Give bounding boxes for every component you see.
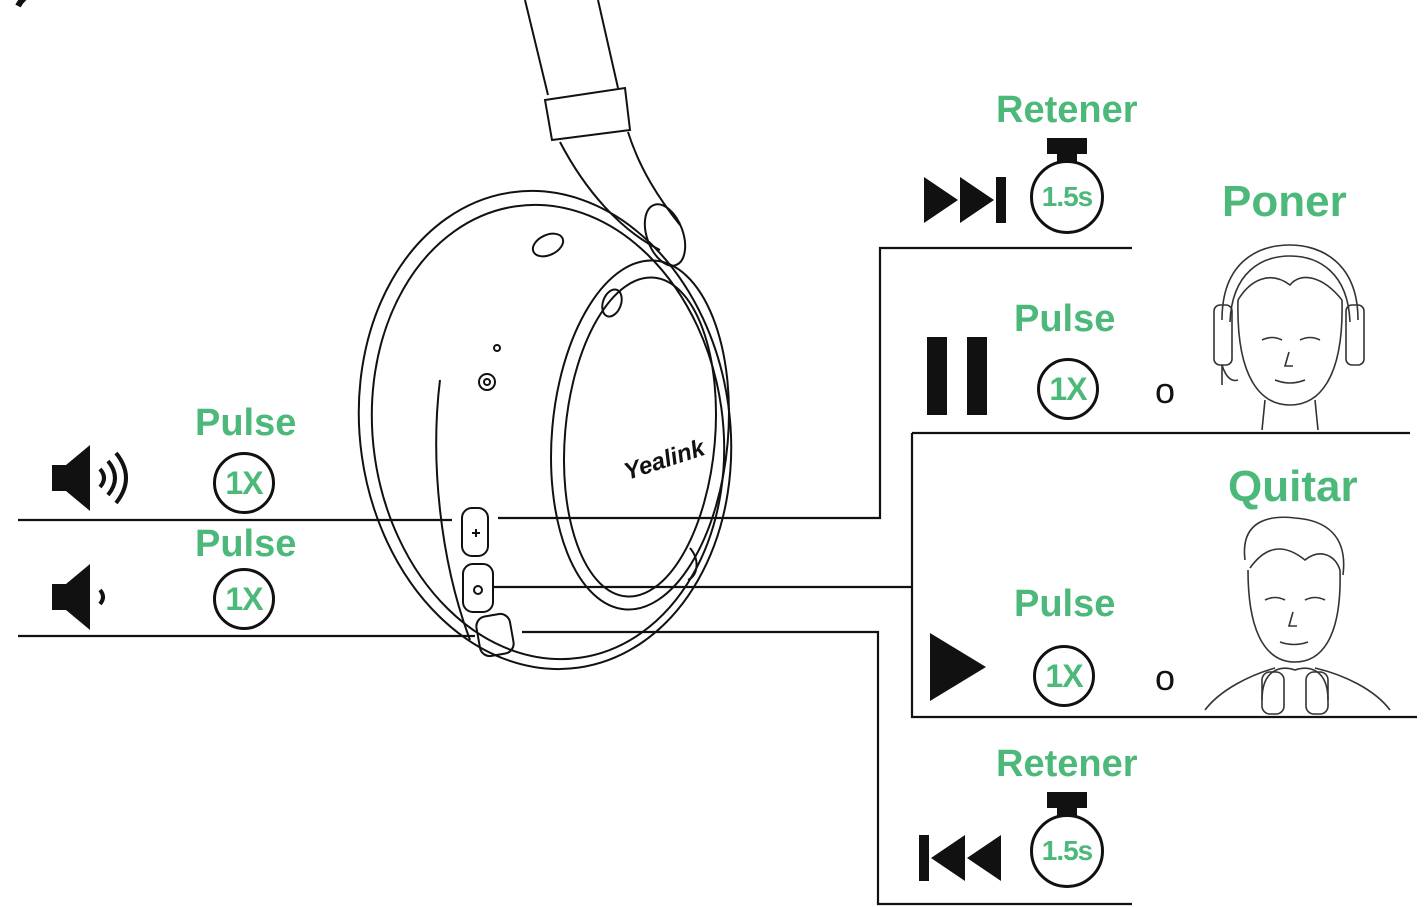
stopwatch-icon: 1.5s [1030, 138, 1104, 238]
previous-hold-duration: 1.5s [1030, 814, 1104, 888]
skip-back-icon [919, 835, 1001, 881]
put-on-label: Poner [1222, 177, 1347, 226]
connector-lines [18, 246, 1417, 906]
play-icon [930, 633, 986, 701]
person-wearing-illustration [1213, 244, 1365, 431]
pause-action-label: Pulse [1014, 298, 1116, 340]
person-neck-illustration [1204, 516, 1391, 715]
next-hold-duration: 1.5s [1030, 160, 1104, 234]
stopwatch-icon: 1.5s [1030, 792, 1104, 892]
speaker-loud-icon [52, 445, 128, 511]
volume-up-action-label: Pulse [195, 402, 297, 444]
pause-icon [927, 337, 987, 415]
previous-action-label: Retener [996, 743, 1138, 785]
or-text-1: o [1155, 370, 1176, 411]
speaker-quiet-icon [52, 564, 105, 630]
pause-press-badge: 1X [1037, 358, 1099, 420]
volume-down-action-label: Pulse [195, 523, 297, 565]
or-text-2: o [1155, 657, 1176, 698]
play-action-label: Pulse [1014, 583, 1116, 625]
take-off-label: Quitar [1228, 462, 1358, 511]
play-press-badge: 1X [1033, 645, 1095, 707]
brand-logo: Yealink [621, 434, 710, 486]
volume-up-press-badge: 1X [213, 452, 275, 514]
corner-mark [15, 0, 27, 8]
headset-illustration [357, 189, 733, 671]
skip-forward-icon [924, 177, 1006, 223]
next-action-label: Retener [996, 89, 1138, 131]
headband-illustration [524, 0, 687, 267]
volume-down-press-badge: 1X [213, 568, 275, 630]
